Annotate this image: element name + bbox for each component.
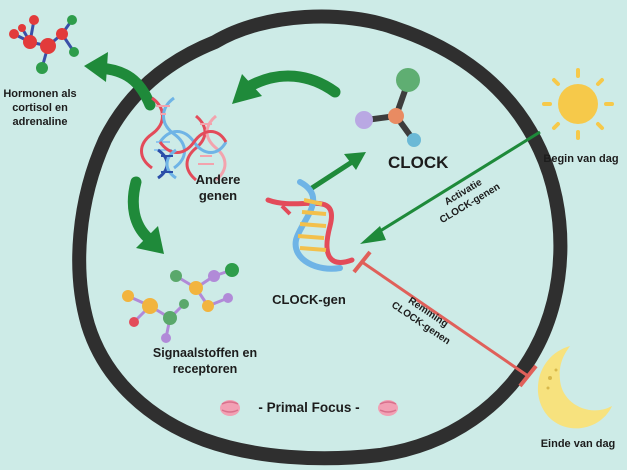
hormone-molecule-icon xyxy=(9,15,79,74)
clock-gene-label: CLOCK-gen xyxy=(272,292,346,307)
clock-molecule-icon xyxy=(355,68,421,147)
hormones-label: Hormonen als cortisol en adrenaline xyxy=(3,88,77,128)
arrow-clock-to-genes xyxy=(232,70,341,104)
clock-gene-dna-icon xyxy=(265,179,355,272)
clock-label: CLOCK xyxy=(388,153,449,172)
brain-icon xyxy=(220,400,240,416)
day-end-label: Einde van dag xyxy=(540,438,616,450)
signal-molecules-icon xyxy=(122,263,239,343)
inhibition-line xyxy=(352,250,538,388)
arrow-genes-to-hormones xyxy=(84,52,156,111)
arrow-gene-to-clock xyxy=(309,152,366,191)
arrow-genes-to-signals xyxy=(127,176,164,254)
cell-outline xyxy=(72,9,568,466)
brain-icon xyxy=(378,400,398,416)
other-genes-dna-icon xyxy=(140,96,228,182)
brand-label: - Primal Focus - xyxy=(258,400,360,415)
day-start-label: Begin van dag xyxy=(543,153,619,165)
signals-label: Signaalstoffen en receptoren xyxy=(152,346,258,376)
activation-arrow xyxy=(360,130,541,244)
moon-icon xyxy=(537,346,612,429)
sun-icon xyxy=(542,68,614,140)
other-genes-label: Andere genen xyxy=(195,172,241,204)
